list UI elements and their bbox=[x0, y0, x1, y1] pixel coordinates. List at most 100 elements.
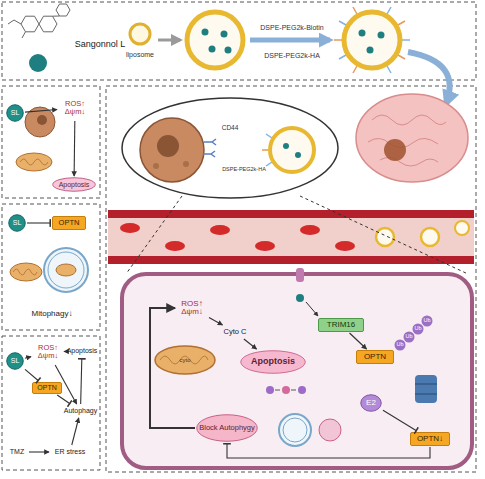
targeted-liposome bbox=[398, 55, 405, 59]
arrow-connector bbox=[72, 418, 79, 445]
ubiquitin-chain bbox=[413, 324, 424, 335]
outcome-ellipse-text: Apoptosis bbox=[251, 357, 295, 366]
receptor-label: CD44 bbox=[222, 125, 239, 132]
blood-vessel bbox=[108, 210, 474, 264]
chemical-structure bbox=[53, 16, 60, 17]
drug-molecule bbox=[29, 54, 47, 72]
effect-text-text: ROS↑ Δψm↓ bbox=[176, 300, 208, 317]
drug-molecule bbox=[296, 294, 304, 302]
tumor-cell bbox=[153, 163, 159, 169]
drug-badge-text: SL bbox=[11, 109, 20, 116]
organelle-label: cyto bbox=[179, 357, 190, 363]
targeted-liposome bbox=[402, 39, 410, 41]
blood-vessel bbox=[165, 241, 185, 251]
ligand-label: DSPE-PEG2k-Biotin bbox=[260, 24, 323, 31]
caspase-cascade bbox=[266, 386, 306, 394]
loaded-liposome bbox=[202, 29, 209, 36]
chemical-structure bbox=[8, 4, 70, 38]
targeted-liposome bbox=[367, 47, 374, 54]
ubiquitin-label: Ub bbox=[423, 318, 430, 324]
inhibition-connector bbox=[81, 358, 82, 404]
drug-badge-shape bbox=[7, 105, 24, 122]
outcome-ellipse-text: Block Autophygy bbox=[199, 424, 254, 432]
proteasome bbox=[415, 375, 437, 403]
targeted-liposome bbox=[266, 134, 272, 138]
chemical-structure bbox=[14, 20, 21, 24]
blood-vessel bbox=[376, 228, 394, 246]
outcome-ellipse: Apoptosis bbox=[240, 350, 306, 374]
enzyme-circle-text: E2 bbox=[366, 399, 376, 407]
process-label: Mitophagy↓ bbox=[32, 310, 73, 318]
caspase-cascade bbox=[291, 390, 296, 391]
chemical-structure bbox=[39, 16, 57, 32]
membrane-receptor bbox=[296, 268, 304, 282]
drug-badge: SL bbox=[6, 104, 24, 122]
panel-frame bbox=[2, 204, 100, 330]
targeted-liposome bbox=[353, 66, 357, 73]
zoom-guide bbox=[300, 196, 468, 274]
targeted-liposome bbox=[339, 55, 346, 59]
panel-frame bbox=[2, 2, 476, 472]
cd44-receptor bbox=[203, 139, 216, 157]
drug-text-text: TMZ bbox=[10, 448, 24, 455]
protein-box: OPTN↓ bbox=[410, 432, 450, 446]
membrane-receptor bbox=[296, 268, 304, 282]
targeted-liposome bbox=[283, 143, 289, 149]
carrier-label-text: liposome bbox=[126, 51, 154, 58]
mitochondrion bbox=[16, 153, 52, 171]
targeted-liposome bbox=[266, 162, 272, 166]
arrow-connector bbox=[29, 451, 49, 452]
autophagosome bbox=[48, 252, 84, 288]
targeted-liposome bbox=[387, 7, 391, 14]
zoom-frame bbox=[122, 98, 338, 198]
targeted-liposome bbox=[339, 21, 346, 25]
targeted-liposome bbox=[344, 12, 400, 68]
process-arrow bbox=[250, 38, 330, 43]
outcome-text: Apoptosis bbox=[65, 345, 99, 357]
effect-text-text: ROS↑ Δψm↓ bbox=[32, 344, 64, 360]
caspase-cascade bbox=[282, 386, 290, 394]
molecule-text: Cyto C bbox=[218, 326, 252, 338]
panel-frame bbox=[2, 2, 476, 80]
tumor-cell bbox=[140, 118, 204, 182]
arrow-connector bbox=[25, 357, 31, 359]
caspase-cascade bbox=[266, 386, 274, 394]
blood-vessel bbox=[335, 241, 355, 251]
molecule-text-text: Cyto C bbox=[224, 328, 247, 336]
effect-text: ROS↑ Δψm↓ bbox=[58, 96, 92, 120]
tumor-cell bbox=[157, 135, 179, 157]
process-text: Autophagy bbox=[62, 405, 99, 417]
arrow-connector bbox=[350, 333, 367, 349]
drug-badge: SL bbox=[6, 352, 24, 370]
mitochondrion bbox=[13, 269, 37, 275]
chemical-structure bbox=[56, 4, 70, 16]
compound-name: Sangonnol L bbox=[70, 38, 130, 51]
arrow-connector bbox=[244, 339, 257, 349]
drug-badge: SL bbox=[8, 214, 26, 232]
outcome-text-text: Apoptosis bbox=[67, 347, 98, 354]
carrier-label: liposome bbox=[120, 49, 160, 60]
arrow-connector bbox=[74, 121, 76, 176]
autophagosome bbox=[44, 248, 88, 292]
chemical-structure bbox=[21, 16, 39, 32]
drug-badge-shape bbox=[9, 215, 26, 232]
tumor-cell bbox=[25, 107, 55, 137]
cell-membrane bbox=[122, 274, 472, 468]
targeted-liposome bbox=[334, 7, 410, 73]
protein-box: TRIM16 bbox=[318, 318, 364, 332]
caspase-cascade bbox=[298, 386, 306, 394]
outcome-ellipse-shape bbox=[241, 351, 306, 374]
chemical-structure bbox=[8, 20, 14, 24]
tumor-cell bbox=[140, 118, 204, 182]
blood-vessel bbox=[300, 225, 320, 235]
ligand-label: DSPE-PEG2k-HA bbox=[222, 167, 266, 173]
compound-name-text: Sangonnol L bbox=[75, 40, 126, 49]
process-text-text: ER stress bbox=[55, 448, 85, 455]
targeted-liposome bbox=[262, 149, 268, 151]
effect-text: ROS↑ Δψm↓ bbox=[176, 296, 208, 320]
autophagosome bbox=[279, 414, 341, 446]
loaded-liposome bbox=[187, 12, 243, 68]
mitochondrion bbox=[10, 263, 42, 281]
protein-box-text: TRIM16 bbox=[327, 321, 355, 329]
